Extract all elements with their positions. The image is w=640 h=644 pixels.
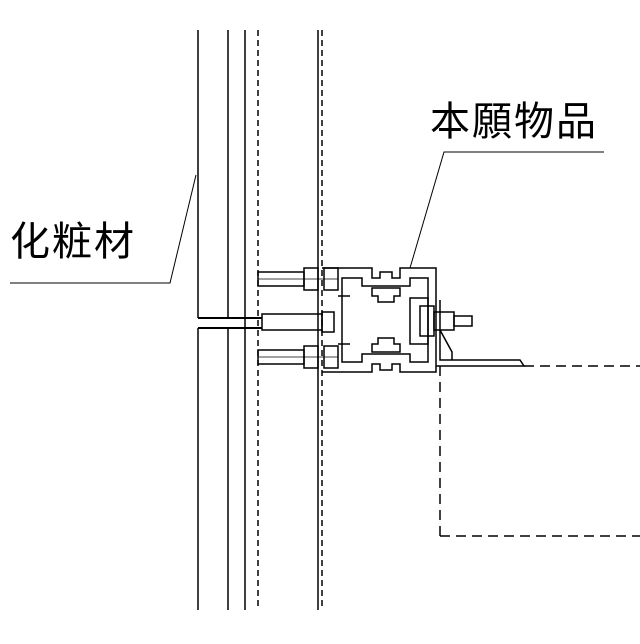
bracket (436, 300, 524, 366)
extrusion-profile (322, 268, 524, 372)
facing-panel (198, 30, 322, 610)
side-bolt-head (420, 306, 434, 336)
profile-outer (322, 268, 436, 372)
label-facing-material: 化粧材 (10, 222, 136, 262)
profile-inner-cavity (342, 278, 428, 362)
screw-middle (262, 314, 322, 330)
structure-outline (440, 366, 640, 536)
anchor-bolts (258, 268, 338, 368)
leader-product (410, 152, 604, 268)
label-product: 本願物品 (430, 102, 598, 142)
side-bolt-nut (434, 312, 454, 330)
side-bolt-shank (454, 316, 472, 326)
